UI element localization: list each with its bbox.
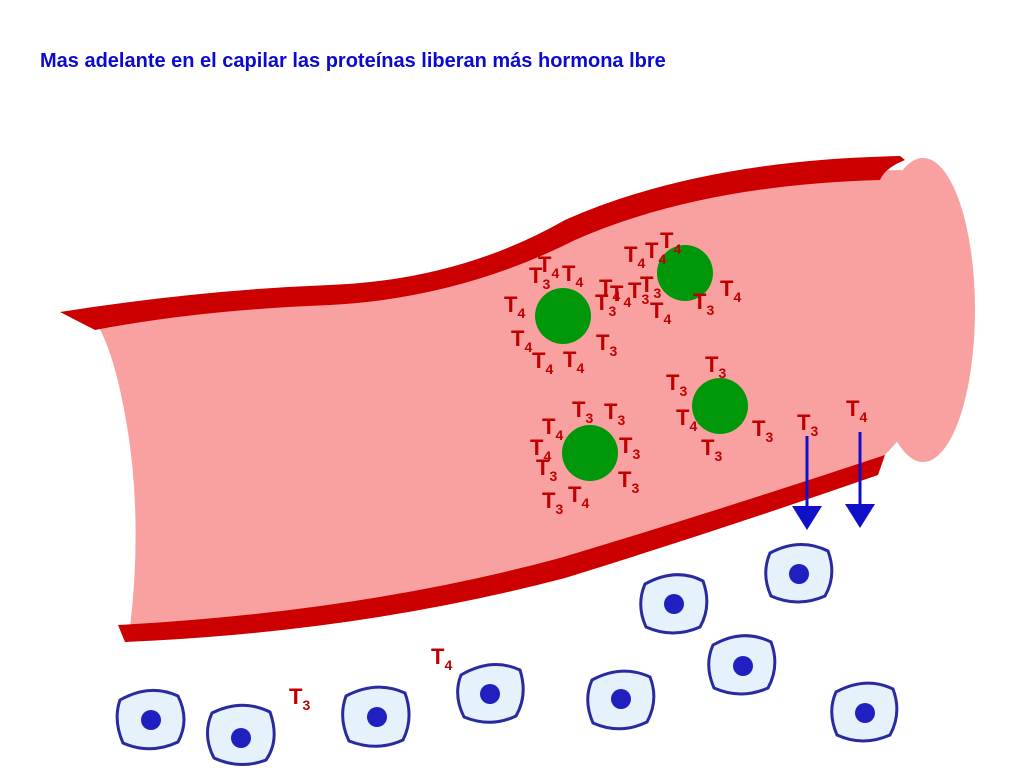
protein bbox=[692, 378, 748, 434]
slide-title: Mas adelante en el capilar las proteínas… bbox=[40, 50, 666, 72]
cell-nucleus bbox=[664, 594, 684, 614]
cell-nucleus bbox=[733, 656, 753, 676]
tissue-cell bbox=[115, 688, 186, 751]
diffusion-arrows bbox=[792, 432, 875, 530]
protein bbox=[562, 425, 618, 481]
vessel-opening bbox=[871, 158, 975, 462]
cell-nucleus bbox=[855, 703, 875, 723]
tissue-cell bbox=[830, 681, 899, 743]
tissue-cells bbox=[115, 543, 899, 766]
t4-label: T4 bbox=[431, 644, 452, 673]
cell-nucleus bbox=[480, 684, 500, 704]
cell-nucleus bbox=[367, 707, 387, 727]
tissue-cell bbox=[586, 669, 656, 731]
tissue-cell bbox=[206, 703, 276, 766]
vessel-lumen bbox=[95, 170, 965, 628]
protein bbox=[657, 245, 713, 301]
tissue-cell bbox=[456, 663, 525, 724]
protein bbox=[535, 288, 591, 344]
t3-label: T3 bbox=[289, 684, 310, 713]
tissue-cell bbox=[764, 543, 834, 604]
cell-nucleus bbox=[141, 710, 161, 730]
vessel-upper-wall bbox=[60, 156, 905, 330]
binding-proteins bbox=[535, 245, 748, 481]
capillary-vessel bbox=[60, 156, 975, 642]
tissue-cell bbox=[341, 685, 411, 748]
vessel-lower-wall bbox=[118, 455, 885, 642]
cell-nucleus bbox=[789, 564, 809, 584]
tissue-cell bbox=[707, 634, 777, 696]
cell-nucleus bbox=[611, 689, 631, 709]
tissue-cell bbox=[639, 573, 709, 635]
cell-nucleus bbox=[231, 728, 251, 748]
